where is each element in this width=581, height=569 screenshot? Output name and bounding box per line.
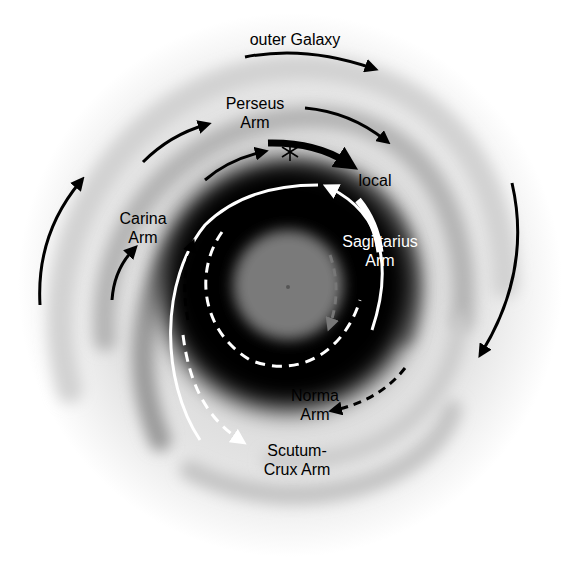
spiral-arms	[61, 68, 505, 495]
arm-label: Perseus Arm	[220, 94, 290, 132]
flow-arrow	[205, 152, 262, 180]
black-dashed-arrow	[335, 368, 405, 410]
white-dashed-arrow	[183, 335, 240, 440]
gray-dashed-arrow	[330, 255, 336, 325]
arm-label: Scutum-Crux Arm	[259, 441, 335, 479]
arm-label: Norma Arm	[282, 386, 348, 424]
flow-arrow	[40, 182, 80, 305]
sun-symbol	[282, 143, 298, 161]
arm-label: outer Galaxy	[235, 30, 355, 49]
white-dashed-loop	[206, 232, 360, 366]
arm-label: Carina Arm	[110, 209, 176, 247]
galactic-disk	[18, 13, 562, 557]
arm-label: Sagittarius Arm	[337, 232, 423, 270]
flow-arrow	[482, 183, 518, 352]
galactic-bulge	[233, 230, 343, 340]
bold-flow-arrow	[268, 143, 346, 162]
galactic-center	[286, 285, 290, 289]
inner-galaxy	[160, 160, 416, 410]
black-dashed-arrow	[185, 245, 192, 320]
flow-arrow	[143, 125, 205, 162]
flow-arrow	[305, 108, 385, 140]
flow-arrow	[245, 53, 372, 68]
rotation-arrows	[40, 53, 518, 440]
flow-arrow	[112, 250, 133, 300]
arm-label: local	[350, 171, 400, 190]
